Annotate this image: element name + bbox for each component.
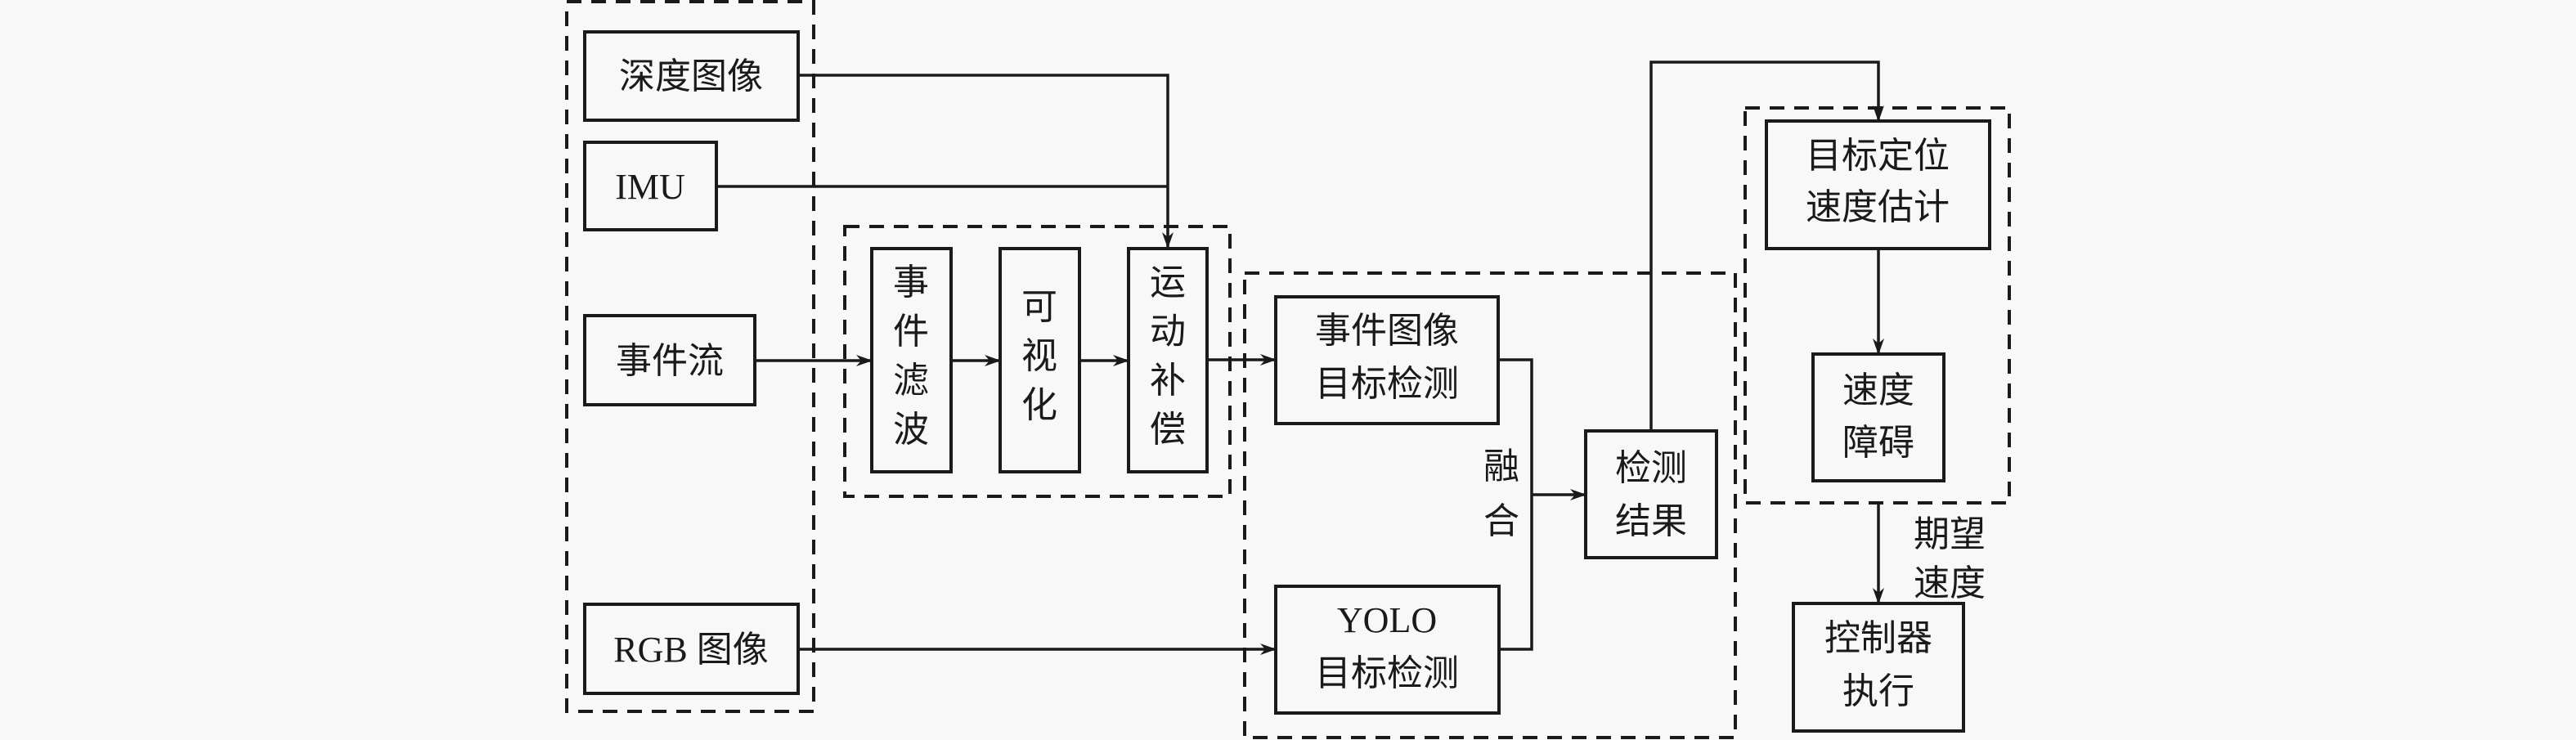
node-event-filter-line-1: 事 (893, 262, 929, 303)
node-controller-execute: 控制器 执行 (1792, 602, 1965, 733)
node-det-result-line-2: 结果 (1615, 501, 1687, 541)
node-motion-comp-line-2: 动 (1150, 312, 1186, 352)
node-det-result-line-1: 检测 (1615, 448, 1687, 488)
node-yolo-detection: YOLO 目标检测 (1274, 585, 1501, 715)
node-event-detect-line-1: 事件图像 (1315, 311, 1459, 351)
node-yolo-detect-line-2: 目标检测 (1315, 653, 1459, 693)
node-vel-obstacle-line-1: 速度 (1842, 370, 1914, 410)
node-event-detect-line-2: 目标检测 (1315, 364, 1459, 404)
edge-depth-to-motion-comp (798, 74, 1174, 249)
node-event-image-detection: 事件图像 目标检测 (1274, 295, 1500, 425)
node-event-filter: 事 件 滤 波 (870, 247, 953, 473)
group-inputs (565, 0, 815, 713)
node-event-stream-label: 事件流 (616, 341, 724, 381)
desired-velocity-label-line-2: 速度 (1914, 563, 1986, 603)
node-detection-result: 检测 结果 (1584, 429, 1718, 559)
node-event-filter-line-2: 件 (893, 312, 929, 352)
node-controller-line-1: 控制器 (1824, 618, 1932, 658)
node-motion-comp-line-3: 补 (1150, 361, 1186, 401)
node-localize-velocity-estimate: 目标定位 速度估计 (1765, 119, 1991, 250)
node-localize-line-2: 速度估计 (1806, 187, 1950, 227)
node-visualize-line-2: 视 (1021, 336, 1057, 376)
desired-velocity-label-line-1: 期望 (1914, 514, 1986, 554)
node-motion-comp-line-1: 运 (1150, 262, 1186, 303)
edge-event-detect-to-fusion (1498, 358, 1533, 651)
node-depth-image-label: 深度图像 (619, 56, 763, 96)
group-preprocess (843, 225, 1232, 498)
node-imu-label: IMU (615, 167, 685, 207)
group-detection (1243, 271, 1737, 739)
fusion-label-line-1: 融 (1483, 446, 1519, 487)
node-velocity-obstacle: 速度 障碍 (1811, 352, 1945, 482)
node-event-filter-line-3: 滤 (893, 361, 929, 401)
node-event-stream: 事件流 (583, 314, 756, 406)
node-yolo-detect-line-1: YOLO (1337, 600, 1437, 640)
node-localize-line-1: 目标定位 (1806, 136, 1950, 176)
node-motion-comp-line-4: 偿 (1150, 410, 1186, 450)
node-controller-line-2: 执行 (1842, 671, 1914, 711)
node-rgb-image: RGB 图像 (583, 603, 800, 695)
fusion-label-line-2: 合 (1483, 501, 1519, 541)
node-visualize-line-3: 化 (1021, 385, 1057, 425)
edges (716, 61, 1884, 655)
edge-det-result-to-localize (1649, 61, 1884, 431)
node-visualize-line-1: 可 (1021, 287, 1057, 327)
node-visualize: 可 视 化 (999, 247, 1081, 473)
node-motion-compensation: 运 动 补 偿 (1127, 247, 1209, 473)
node-depth-image: 深度图像 (583, 30, 800, 122)
node-event-filter-line-4: 波 (893, 410, 929, 450)
node-rgb-image-label: RGB 图像 (613, 630, 768, 670)
node-imu: IMU (583, 141, 718, 231)
node-vel-obstacle-line-2: 障碍 (1842, 423, 1914, 463)
